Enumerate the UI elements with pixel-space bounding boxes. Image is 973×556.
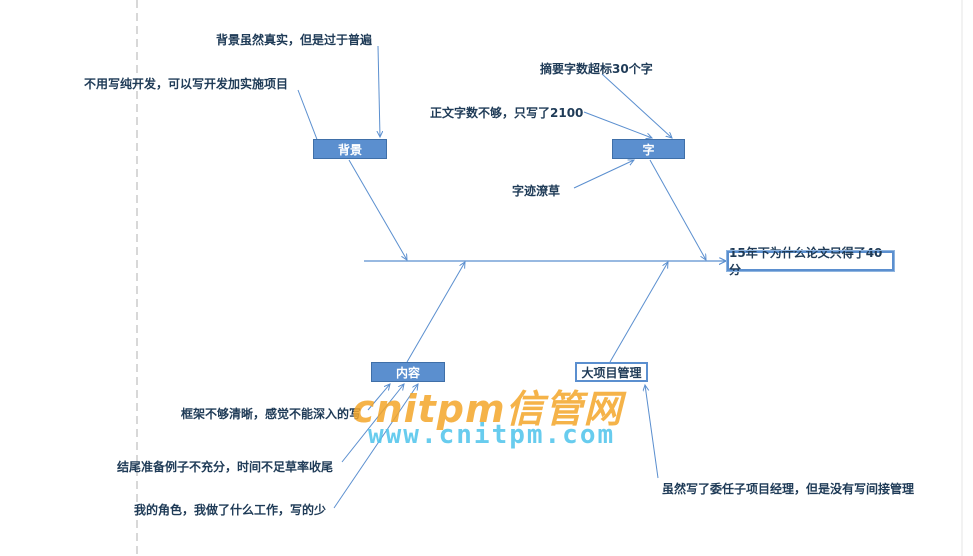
cause-label: 不用写纯开发，可以写开发加实施项目 xyxy=(84,77,289,91)
cause-label: 虽然写了委任子项目经理，但是没有写间接管理 xyxy=(662,482,915,496)
cause-arrow xyxy=(601,73,672,138)
bone-字 xyxy=(649,159,706,260)
cause-arrow xyxy=(367,384,390,411)
category-box-大项目管理: 大项目管理 xyxy=(575,362,648,382)
category-box-字: 字 xyxy=(612,139,685,159)
watermark-brand: cnitpm信管网 xyxy=(352,387,623,431)
effect-box: 15年下为什么论文只得了40分 xyxy=(726,246,895,277)
cause-arrow xyxy=(583,111,652,138)
cause-arrow xyxy=(341,384,404,463)
cause-arrow xyxy=(297,89,319,143)
cause-label: 框架不够清晰，感觉不能深入的写 xyxy=(181,407,362,421)
cause-label: 摘要字数超标30个字 xyxy=(540,62,653,76)
cause-label: 我的角色，我做了什么工作，写的少 xyxy=(134,503,327,517)
cause-arrow xyxy=(333,384,418,509)
cause-arrow xyxy=(378,45,380,137)
cause-label: 结尾准备例子不充分，时间不足草率收尾 xyxy=(117,460,334,474)
cause-arrow xyxy=(573,160,634,189)
bone-内容 xyxy=(406,262,465,363)
category-box-背景: 背景 xyxy=(313,139,387,159)
cause-arrow xyxy=(645,385,659,479)
cause-label: 正文字数不够，只写了2100 xyxy=(430,106,584,120)
bone-大项目管理 xyxy=(609,262,668,363)
bone-背景 xyxy=(348,159,407,260)
category-box-内容: 内容 xyxy=(371,362,445,382)
cause-label: 背景虽然真实，但是过于普遍 xyxy=(216,33,373,47)
watermark-url: www.cnitpm.com xyxy=(368,420,616,450)
cause-label: 字迹潦草 xyxy=(512,184,561,198)
